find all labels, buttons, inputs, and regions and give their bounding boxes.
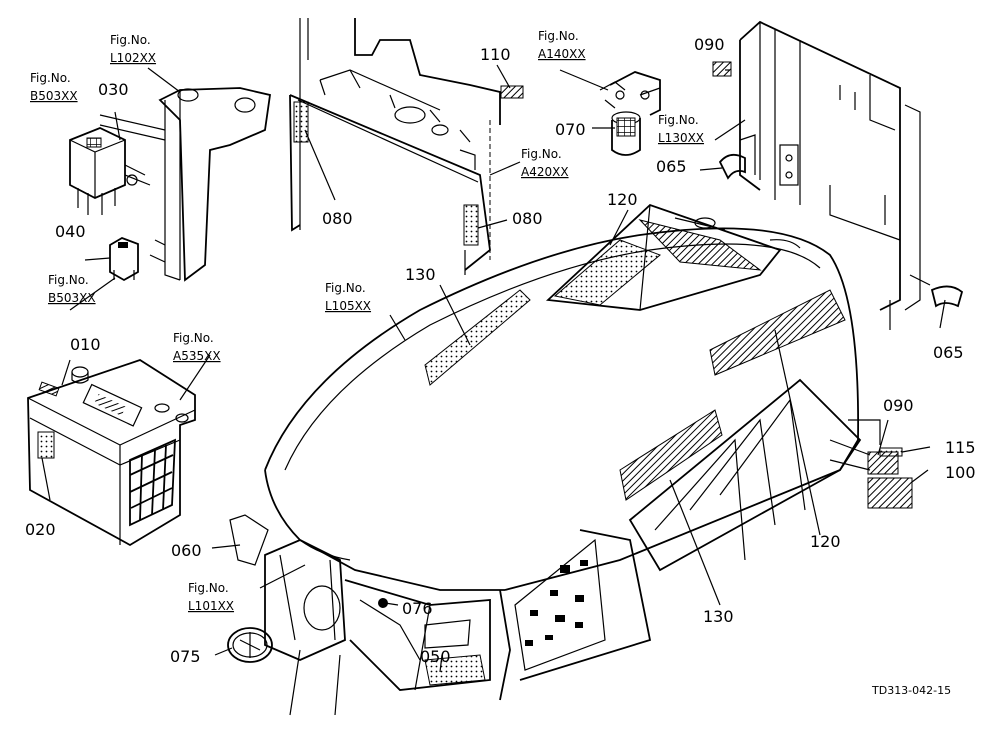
label-076: 076 [402, 599, 433, 618]
label-010: 010 [70, 335, 101, 354]
label-065-left: 065 [656, 157, 687, 176]
label-130-top: 130 [405, 265, 436, 284]
fig-ref-caption: Fig.No. [538, 29, 579, 43]
fig-ref-l102: L102XX [110, 51, 156, 65]
fig-ref-caption: Fig.No. [325, 281, 366, 295]
label-110: 110 [480, 45, 511, 64]
fig-ref-caption: Fig.No. [30, 71, 71, 85]
fuel-filter-070 [599, 71, 661, 156]
fig-ref-b503-top: B503XX [30, 89, 78, 103]
decal-100 [867, 477, 913, 509]
label-130-bottom: 130 [703, 607, 734, 626]
label-120-right: 120 [810, 532, 841, 551]
fig-ref-a140: A140XX [538, 47, 586, 61]
fig-ref-a420: A420XX [521, 165, 569, 179]
label-090-lower: 090 [883, 396, 914, 415]
label-090-upper: 090 [694, 35, 725, 54]
label-100: 100 [945, 463, 976, 482]
relay-030 [69, 127, 151, 215]
label-040: 040 [55, 222, 86, 241]
hood-body [227, 203, 862, 716]
label-115: 115 [945, 438, 976, 457]
vent-decal [525, 560, 588, 646]
fig-ref-caption: Fig.No. [658, 113, 699, 127]
label-020: 020 [25, 520, 56, 539]
label-120-top: 120 [607, 190, 638, 209]
drawing-code: TD313-042-15 [871, 684, 951, 697]
decal-110 [500, 85, 524, 99]
leader-lines [41, 64, 946, 673]
fig-ref-l130: L130XX [658, 131, 704, 145]
decal-115 [879, 447, 903, 457]
battery-010 [27, 359, 196, 547]
radiator-frame [289, 18, 501, 275]
label-060: 060 [171, 541, 202, 560]
fig-ref-b503-bottom: B503XX [48, 291, 96, 305]
clip-065-right [930, 285, 964, 308]
relay-bracket [99, 87, 272, 282]
fig-ref-l105: L105XX [325, 299, 371, 313]
part-labels: 010 020 030 040 050 060 065 065 070 075 … [25, 35, 976, 666]
label-050: 050 [420, 647, 451, 666]
fig-ref-caption: Fig.No. [110, 33, 151, 47]
fig-ref-caption: Fig.No. [521, 147, 562, 161]
label-080-right: 080 [512, 209, 543, 228]
label-065-right: 065 [933, 343, 964, 362]
frame-structure [712, 20, 931, 330]
label-075: 075 [170, 647, 201, 666]
fig-ref-caption: Fig.No. [173, 331, 214, 345]
decal-090-upper [712, 61, 732, 77]
fig-ref-a535: A535XX [173, 349, 221, 363]
label-070: 070 [555, 120, 586, 139]
label-080-left: 080 [322, 209, 353, 228]
fig-ref-caption: Fig.No. [188, 581, 229, 595]
connector-040 [109, 237, 139, 282]
clip-065-left [718, 153, 746, 180]
decals-right [829, 419, 913, 509]
label-030: 030 [98, 80, 129, 99]
fig-references: Fig.No. L102XX Fig.No. B503XX Fig.No. B5… [30, 29, 704, 613]
fig-ref-caption: Fig.No. [48, 273, 89, 287]
fig-ref-l101: L101XX [188, 599, 234, 613]
